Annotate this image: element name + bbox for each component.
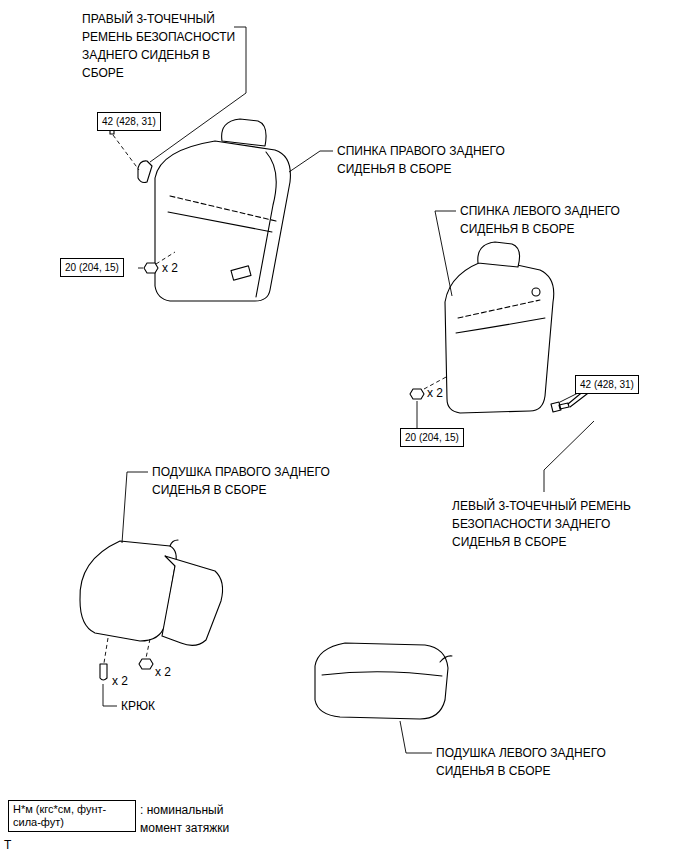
cushion-seam [322,672,442,676]
torque-value: 42 (428, 31) [580,378,634,391]
quantity-label: x 2 [155,663,171,681]
nut [139,659,153,669]
torque-box: 20 (204, 15) [400,428,464,447]
nut [410,389,424,399]
belt-anchor [138,161,152,183]
right-cushion-side [162,556,223,645]
quantity-label: x 2 [112,672,128,690]
nut [144,263,158,273]
torque-value: 20 (204, 15) [405,431,459,444]
leader-line [150,27,246,162]
seat-belt-guide [458,300,540,318]
torque-value: 42 (428, 31) [102,115,156,128]
headrest [478,242,520,267]
install-line [113,135,139,170]
right-seatback [155,141,290,301]
seat-seam [168,212,272,232]
unit-legend: Н*м (кгс*см, фунт-сила-фут) [13,803,131,829]
bolt [551,402,569,412]
seat-seam [456,318,545,333]
seat-belt-guide [170,196,276,221]
leader-line [289,151,333,172]
wire [440,656,452,662]
part-name: ЛЕВЫЙ 3-ТОЧЕЧНЫЙ РЕМЕНЬ БЕЗОПАСНОСТИ ЗАД… [452,497,652,551]
bracket [231,266,251,280]
install-line [104,638,108,663]
belt-guide [532,288,540,296]
headrest [222,119,266,146]
torque-box: 42 (428, 31) [575,375,639,394]
right-cushion [80,541,176,641]
part-name: ПРАВЫЙ 3-ТОЧЕЧНЫЙ РЕМЕНЬ БЕЗОПАСНОСТИ ЗА… [82,10,247,82]
leader-line [544,421,594,492]
wire [170,540,178,546]
quantity-label: КРЮК [121,697,155,715]
part-name: СПИНКА ПРАВОГО ЗАДНЕГО СИДЕНЬЯ В СБОРЕ [337,142,537,178]
left-cushion [315,643,448,719]
left-seatback [445,259,554,413]
hook [100,664,107,680]
part-name: ПОДУШКА ЛЕВОГО ЗАДНЕГО СИДЕНЬЯ В СБОРЕ [436,744,636,780]
part-name: : номинальный момент затяжки [140,801,258,837]
torque-value: 20 (204, 15) [65,261,119,274]
seatback-bolster [256,152,276,297]
leader-line [417,401,418,428]
leader-line [138,268,143,269]
legend-box: Н*м (кгс*см, фунт-сила-фут) [8,800,136,832]
leader-line [122,472,148,543]
figure-code: T [4,836,11,854]
torque-box: 42 (428, 31) [97,112,161,131]
quantity-label: x 2 [162,259,178,277]
torque-box: 20 (204, 15) [60,258,124,277]
part-name: ПОДУШКА ПРАВОГО ЗАДНЕГО СИДЕНЬЯ В СБОРЕ [152,463,352,499]
quantity-label: x 2 [427,384,443,402]
install-line [146,639,150,658]
leader-line [400,721,432,753]
leader-line [435,211,456,296]
part-name: СПИНКА ЛЕВОГО ЗАДНЕГО СИДЕНЬЯ В СБОРЕ [460,202,660,238]
